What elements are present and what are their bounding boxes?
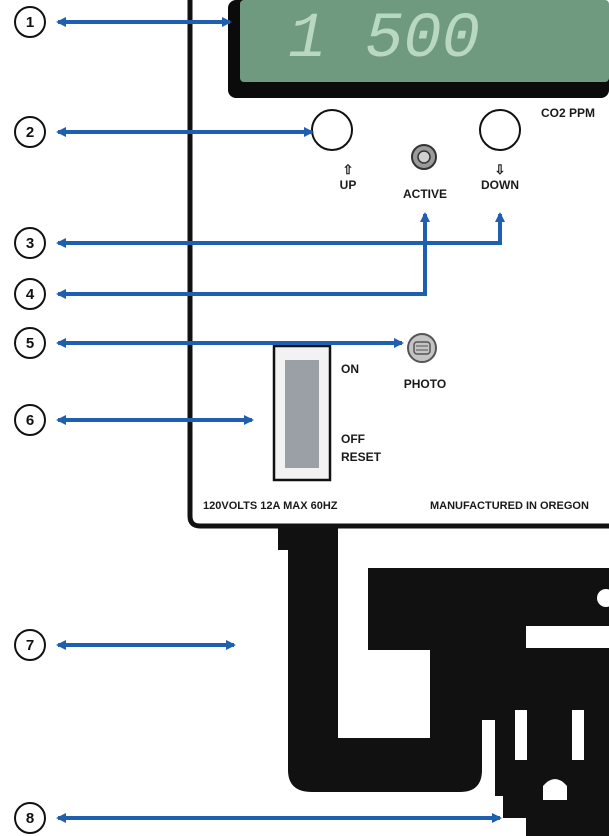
arrow-4	[56, 212, 430, 299]
controller-panel	[187, 0, 609, 529]
callout-1: 1	[14, 6, 46, 38]
svg-text:4: 4	[26, 286, 35, 303]
callout-3: 3	[14, 227, 46, 259]
callout-arrows	[56, 17, 505, 823]
svg-text:7: 7	[26, 637, 34, 654]
callout-8: 8	[14, 802, 46, 834]
switch-on-label: ON	[341, 362, 359, 376]
svg-text:6: 6	[26, 412, 34, 429]
svg-text:3: 3	[26, 235, 34, 252]
callout-badges: 1 2 3 4 5 6 7 8	[14, 6, 46, 834]
svg-text:5: 5	[26, 335, 34, 352]
co2-readout: 1 500	[288, 4, 480, 76]
photo-sensor-icon	[407, 333, 437, 363]
down-button[interactable]	[479, 109, 521, 151]
plug-body	[368, 568, 609, 720]
up-arrow-icon: ⇧	[343, 162, 354, 177]
co2-ppm-label: CO2 PPM	[541, 106, 595, 120]
up-label: UP	[340, 178, 357, 192]
outlet-receptacle	[495, 690, 609, 836]
active-label: ACTIVE	[403, 187, 447, 201]
switch-reset-label: RESET	[341, 450, 382, 464]
arrow-3	[56, 212, 505, 248]
power-cord	[278, 528, 482, 792]
down-label: DOWN	[481, 178, 519, 192]
callout-6: 6	[14, 404, 46, 436]
manufacturer-label: MANUFACTURED IN OREGON	[430, 500, 589, 512]
co2-display: 1 500	[228, 0, 609, 98]
callout-2: 2	[14, 116, 46, 148]
photo-label: PHOTO	[404, 377, 446, 391]
callout-4: 4	[14, 278, 46, 310]
svg-text:2: 2	[26, 124, 34, 141]
up-button[interactable]	[311, 109, 353, 151]
ratings-label: 120VOLTS 12A MAX 60HZ	[203, 500, 338, 512]
switch-off-label: OFF	[341, 432, 365, 446]
svg-text:1: 1	[26, 14, 34, 31]
down-arrow-icon: ⇩	[495, 162, 506, 177]
active-led-icon	[411, 144, 437, 170]
callout-5: 5	[14, 327, 46, 359]
svg-text:8: 8	[26, 810, 34, 827]
power-switch[interactable]	[272, 344, 332, 482]
callout-7: 7	[14, 629, 46, 661]
